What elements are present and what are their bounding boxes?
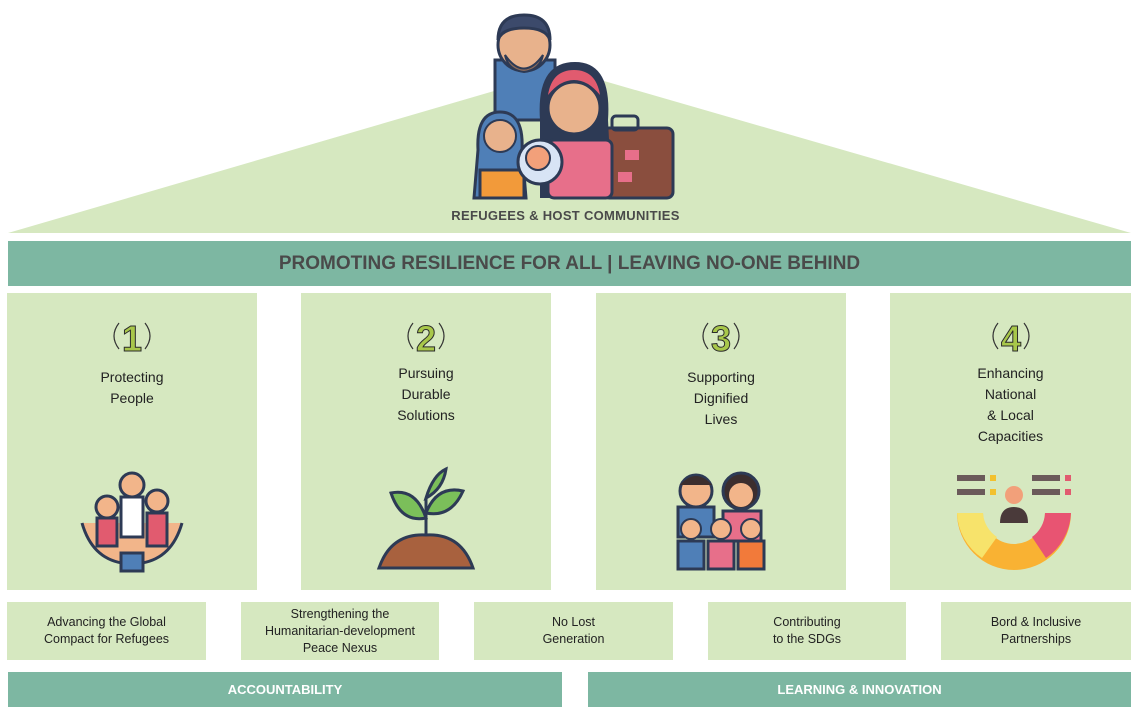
accountability-bar: ACCOUNTABILITY <box>8 672 562 707</box>
pillar-4: 4 Enhancing National & Local Capacities <box>890 293 1131 590</box>
goal-label-3: No Lost Generation <box>542 615 605 646</box>
goal-box-3: No Lost Generation <box>474 602 673 660</box>
pillar-3: 3 Supporting Dignified Lives <box>596 293 846 590</box>
pillar-title-3: Supporting Dignified Lives <box>687 369 755 427</box>
pillar-number-4: 4 <box>992 318 1030 360</box>
pillar-title-2: Pursuing Durable Solutions <box>397 365 455 423</box>
svg-text:1: 1 <box>122 318 142 359</box>
capacity-gauge-icon <box>957 475 1071 570</box>
svg-text:2: 2 <box>416 318 436 359</box>
pillar-title-1: Protecting People <box>100 369 164 406</box>
family-group-icon <box>676 471 766 571</box>
goal-box-2: Strengthening the Humanitarian-developme… <box>241 602 439 660</box>
goal-label-5: Bord & Inclusive Partnerships <box>990 615 1082 646</box>
svg-text:3: 3 <box>711 318 731 359</box>
learning-innovation-bar: LEARNING & INNOVATION <box>588 672 1131 707</box>
goal-box-1: Advancing the Global Compact for Refugee… <box>7 602 206 660</box>
pillar-number-3: 3 <box>702 318 740 360</box>
goal-box-5: Bord & Inclusive Partnerships <box>941 602 1131 660</box>
resilience-banner: PROMOTING RESILIENCE FOR ALL | LEAVING N… <box>8 241 1131 286</box>
refugee-family-icon <box>472 13 675 200</box>
goal-box-4: Contributing to the SDGs <box>708 602 906 660</box>
roof <box>8 13 1131 233</box>
pillar-number-1: 1 <box>113 318 151 360</box>
svg-text:4: 4 <box>1001 318 1021 359</box>
goal-label-4: Contributing to the SDGs <box>772 615 842 646</box>
goal-label-2: Strengthening the Humanitarian-developme… <box>264 606 416 655</box>
pillar-1: 1 Protecting People <box>7 293 257 590</box>
pillar-2: 2 Pursuing Durable Solutions <box>301 293 551 590</box>
pillar-title-4: Enhancing National & Local Capacities <box>977 365 1044 444</box>
sprouting-plant-icon <box>376 466 476 570</box>
goal-label-1: Advancing the Global Compact for Refugee… <box>43 615 170 646</box>
family-in-hands-icon <box>80 471 184 573</box>
pillar-number-2: 2 <box>407 318 445 360</box>
roof-label: REFUGEES & HOST COMMUNITIES <box>451 208 680 223</box>
